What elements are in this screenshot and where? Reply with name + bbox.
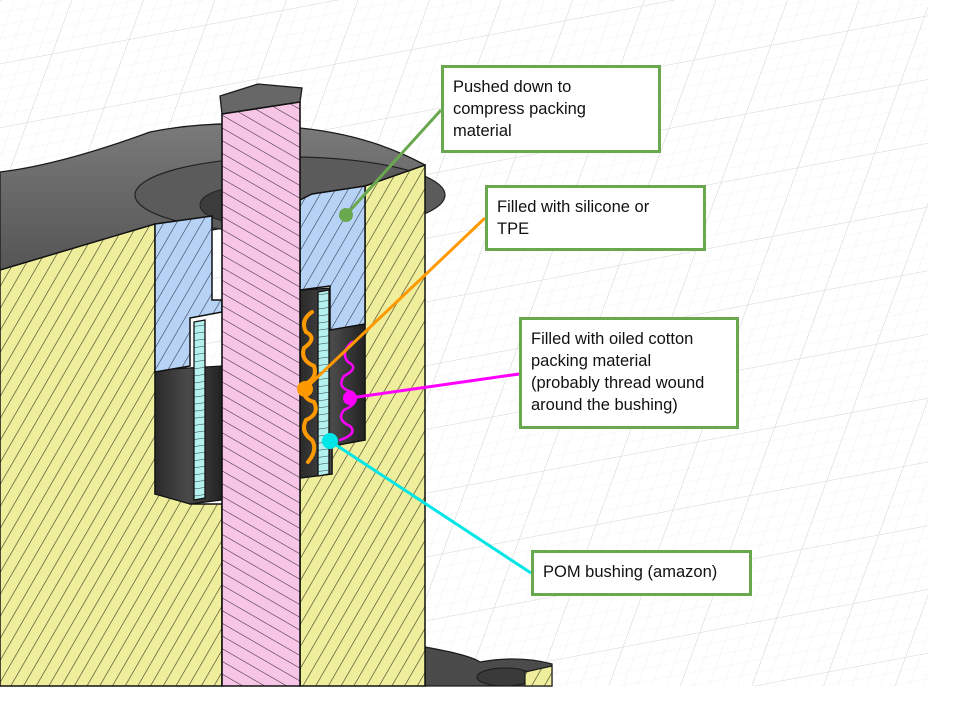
shaft-section — [219, 83, 303, 687]
leader-pushed — [339, 108, 443, 222]
callout-silicone-tpe: Filled with silicone or TPE — [485, 185, 706, 251]
lower-flange-part — [424, 646, 553, 687]
bushing-section — [193, 289, 330, 501]
leader-cotton — [343, 372, 520, 405]
callout-pom-bushing: POM bushing (amazon) — [531, 550, 752, 596]
gland-section — [154, 185, 366, 373]
callout-oiled-cotton: Filled with oiled cotton packing materia… — [519, 317, 739, 429]
callout-pushed-down: Pushed down to compress packing material — [441, 65, 661, 153]
leader-silicone — [297, 216, 487, 397]
leader-pom — [322, 433, 532, 575]
